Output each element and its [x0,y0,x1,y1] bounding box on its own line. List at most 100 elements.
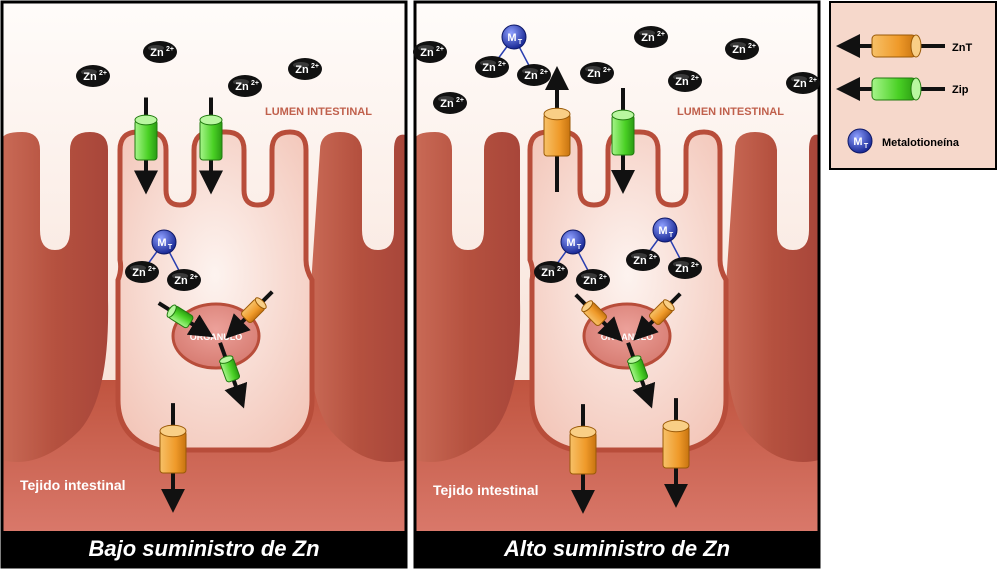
tissue-label-right: Tejido intestinal [433,482,539,498]
zip-transporter-organelle [157,301,214,338]
right-panel-border [413,0,821,569]
svg-text:M: M [507,32,516,44]
svg-text:M: M [853,136,862,148]
svg-text:2+: 2+ [190,274,198,281]
villus-right-outer-right-panel [724,132,819,462]
svg-text:T: T [168,244,173,251]
villus-right-outer [309,132,406,462]
villus-left-outer [2,132,109,462]
enterocyte-cell-left [115,129,315,453]
svg-text:2+: 2+ [311,63,319,70]
svg-text:Zn: Zn [420,47,434,59]
organelle-label-right: ORGANULO [601,332,654,342]
svg-text:Zn: Zn [295,64,309,76]
enterocyte-cell-right [527,129,729,453]
zip-transporter-organelle [626,342,656,409]
svg-text:2+: 2+ [657,31,665,38]
left-panel: ORGANULO LUMEN INTESTINAL Tejido intesti… [2,2,406,532]
legend-znt-icon [836,34,945,58]
legend-label-znt: ZnT [952,42,972,54]
svg-text:Zn: Zn [524,70,538,82]
svg-text:Zn: Zn [587,68,601,80]
svg-text:2+: 2+ [809,77,817,84]
organelle-label-left: ORGANULO [190,332,243,342]
legend-label-zip: Zip [952,84,969,96]
caption-low-zinc: Bajo suministro de Zn [2,531,406,567]
svg-text:Zn: Zn [83,71,97,83]
svg-text:Zn: Zn [132,267,146,279]
svg-text:Zn: Zn [675,263,689,275]
svg-text:M: M [157,237,166,249]
svg-text:2+: 2+ [456,97,464,104]
znt-transporter-basolateral [662,398,690,508]
caption-high-zinc: Alto suministro de Zn [415,531,819,567]
znt-transporter-apical [543,66,571,192]
svg-text:T: T [669,232,674,239]
svg-text:2+: 2+ [251,80,259,87]
svg-text:2+: 2+ [649,254,657,261]
svg-text:Zn: Zn [793,78,807,90]
legend-label-metalotioneina: Metalotioneína [882,137,960,149]
svg-text:2+: 2+ [557,266,565,273]
svg-text:Zn: Zn [633,255,647,267]
svg-text:2+: 2+ [603,67,611,74]
svg-text:2+: 2+ [498,61,506,68]
svg-text:Zn: Zn [150,47,164,59]
right-panel: ORGANULO LUMEN INTESTINAL Tejido intesti… [415,2,819,532]
svg-text:Zn: Zn [440,98,454,110]
svg-text:Zn: Zn [482,62,496,74]
lumen-label-left: LUMEN INTESTINAL [265,106,372,118]
left-panel-border [0,0,408,569]
svg-text:T: T [577,244,582,251]
zip-transporter-apical [134,97,158,195]
znt-transporter-organelle [225,290,274,339]
znt-transporter-basolateral [159,403,187,513]
villus-left-outer-right-panel [415,132,521,462]
svg-text:2+: 2+ [148,266,156,273]
lumen-label-right: LUMEN INTESTINAL [677,106,784,118]
zip-transporter-apical [199,97,223,195]
znt-transporter-organelle [633,292,682,341]
znt-transporter-basolateral [569,404,597,514]
zip-transporter-organelle [218,342,248,409]
svg-text:2+: 2+ [691,262,699,269]
svg-text:2+: 2+ [166,46,174,53]
legend-zip-icon [836,77,945,101]
svg-text:T: T [518,39,523,46]
svg-text:Zn: Zn [641,32,655,44]
svg-text:2+: 2+ [540,69,548,76]
svg-text:Zn: Zn [675,76,689,88]
svg-text:Zn: Zn [174,275,188,287]
svg-text:2+: 2+ [436,46,444,53]
svg-text:Zn: Zn [583,275,597,287]
svg-text:T: T [864,143,869,150]
svg-text:2+: 2+ [748,43,756,50]
svg-text:Zn: Zn [732,44,746,56]
svg-text:Zn: Zn [541,267,555,279]
svg-text:2+: 2+ [599,274,607,281]
znt-transporter-organelle [574,293,623,342]
tissue-label-left: Tejido intestinal [20,477,126,493]
zip-transporter-apical [611,88,635,194]
